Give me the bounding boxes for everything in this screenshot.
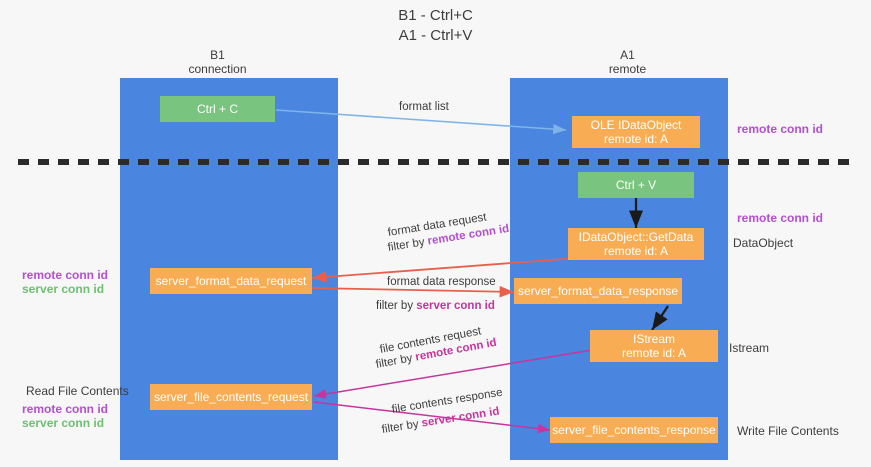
- edge-format-list: [275, 109, 567, 135]
- edge-file-contents-request: [313, 349, 593, 399]
- edge-label-format-data-response: format data response: [387, 275, 496, 290]
- lane-header-a1-line1: A1: [620, 48, 635, 62]
- annotation-left-server-conn-id-1: server conn id: [22, 282, 105, 296]
- edge-label-format-data-response-filter: filter by server conn id: [376, 299, 495, 314]
- edge-label-format-list: format list: [399, 100, 449, 115]
- annotation-write-file-contents: Write File Contents: [737, 424, 839, 438]
- annotation-istream: Istream: [729, 341, 770, 355]
- node-server-format-data-request[interactable]: server_format_data_request: [150, 268, 312, 294]
- accent-server-conn-id: server conn id: [416, 300, 495, 312]
- edge-response-istream: [651, 305, 669, 331]
- edge-label-format-list-text: format list: [399, 101, 449, 113]
- node-ctrl-v-label: Ctrl + V: [615, 178, 657, 192]
- node-ctrl-v[interactable]: Ctrl + V: [578, 172, 694, 198]
- node-server-file-contents-response-label: server_file_contents_response: [552, 423, 716, 437]
- filter-by-prefix: filter by: [376, 300, 417, 312]
- lane-header-b1-line2: connection: [188, 62, 247, 76]
- node-server-file-contents-response[interactable]: server_file_contents_response: [550, 417, 718, 443]
- lane-header-a1: A1 remote: [565, 48, 690, 76]
- lane-header-b1: B1 connection: [155, 48, 280, 76]
- node-ole-idataobject[interactable]: OLE IDataObject remote id: A: [572, 116, 700, 148]
- annotation-dataobject: DataObject: [733, 236, 794, 250]
- node-istream-line1: IStream: [632, 332, 675, 346]
- annotation-remote-conn-id-top: remote conn id: [737, 122, 824, 136]
- node-server-file-contents-request-label: server_file_contents_request: [153, 390, 309, 404]
- node-ctrl-c-label: Ctrl + C: [196, 102, 238, 116]
- annotation-left-remote-conn-id-2: remote conn id: [22, 402, 109, 416]
- node-istream-line2: remote id: A: [621, 346, 687, 360]
- diagram-title: B1 - Ctrl+C A1 - Ctrl+V: [0, 6, 871, 46]
- node-server-format-data-response[interactable]: server_format_data_response: [514, 278, 682, 304]
- annotation-remote-conn-id-mid: remote conn id: [737, 211, 824, 225]
- node-ctrl-c[interactable]: Ctrl + C: [160, 96, 275, 122]
- title-line-2: A1 - Ctrl+V: [398, 27, 473, 44]
- annotation-read-file-contents: Read File Contents: [26, 384, 129, 398]
- annotation-left-remote-conn-id-1: remote conn id: [22, 268, 109, 282]
- edge-file-contents-response: [313, 401, 551, 434]
- edge-format-data-response: [311, 285, 515, 298]
- node-istream[interactable]: IStream remote id: A: [590, 330, 718, 362]
- node-idataobject-getdata-line2: remote id: A: [603, 244, 669, 258]
- annotation-left-server-conn-id-2: server conn id: [22, 416, 105, 430]
- edge-format-data-request: [311, 257, 579, 283]
- node-server-format-data-response-label: server_format_data_response: [517, 284, 679, 298]
- node-server-format-data-request-label: server_format_data_request: [155, 274, 307, 288]
- node-ole-idataobject-line1: OLE IDataObject: [590, 118, 682, 132]
- node-ole-idataobject-line2: remote id: A: [603, 132, 669, 146]
- node-server-file-contents-request[interactable]: server_file_contents_request: [150, 384, 312, 410]
- lane-header-b1-line1: B1: [210, 48, 225, 62]
- lane-header-a1-line2: remote: [608, 62, 647, 76]
- node-idataobject-getdata[interactable]: IDataObject::GetData remote id: A: [568, 228, 704, 260]
- node-idataobject-getdata-line1: IDataObject::GetData: [578, 230, 694, 244]
- edge-label-format-data-response-text: format data response: [387, 276, 496, 288]
- title-line-1: B1 - Ctrl+C: [398, 7, 473, 24]
